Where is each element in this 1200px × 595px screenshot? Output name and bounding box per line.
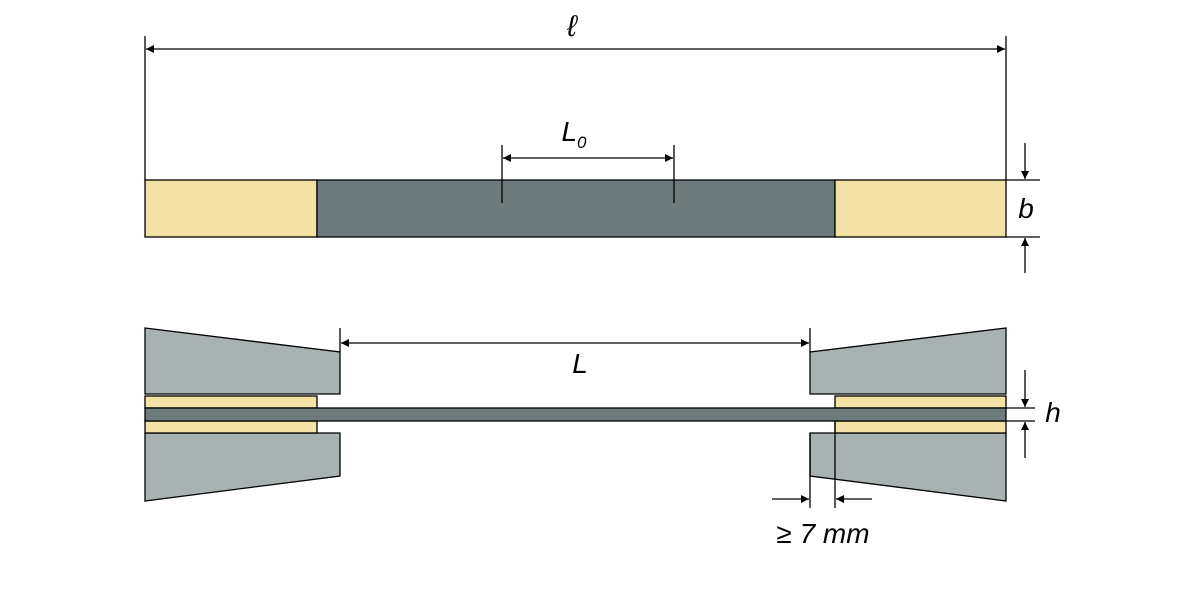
- grip-upper-left: [144, 327, 341, 395]
- tab-upper-left-side-view: [144, 395, 318, 409]
- thickness-label: h: [1045, 397, 1061, 428]
- tab-lower-left-side-view: [144, 420, 318, 434]
- gauge-length-label: L0: [561, 116, 587, 152]
- specimen-side-view: [144, 407, 1007, 422]
- tab-upper-right-side-view: [834, 395, 1007, 409]
- grip-lower-left: [144, 432, 341, 502]
- grip-lower-right: [809, 432, 1007, 502]
- tab-right-top-view: [834, 179, 1007, 238]
- tab-left-top-view: [144, 179, 318, 238]
- free-length-label: L: [572, 348, 588, 379]
- specimen-top-view: [316, 179, 836, 238]
- tab-lower-right-side-view: [834, 420, 1007, 434]
- gauge-length-subscript: 0: [577, 133, 587, 152]
- width-label: b: [1018, 193, 1034, 224]
- offset-label: ≥ 7 mm: [776, 518, 869, 549]
- overall-length-label: ℓ: [566, 10, 578, 43]
- grip-upper-right: [809, 327, 1007, 395]
- gauge-length-symbol: L: [561, 116, 577, 147]
